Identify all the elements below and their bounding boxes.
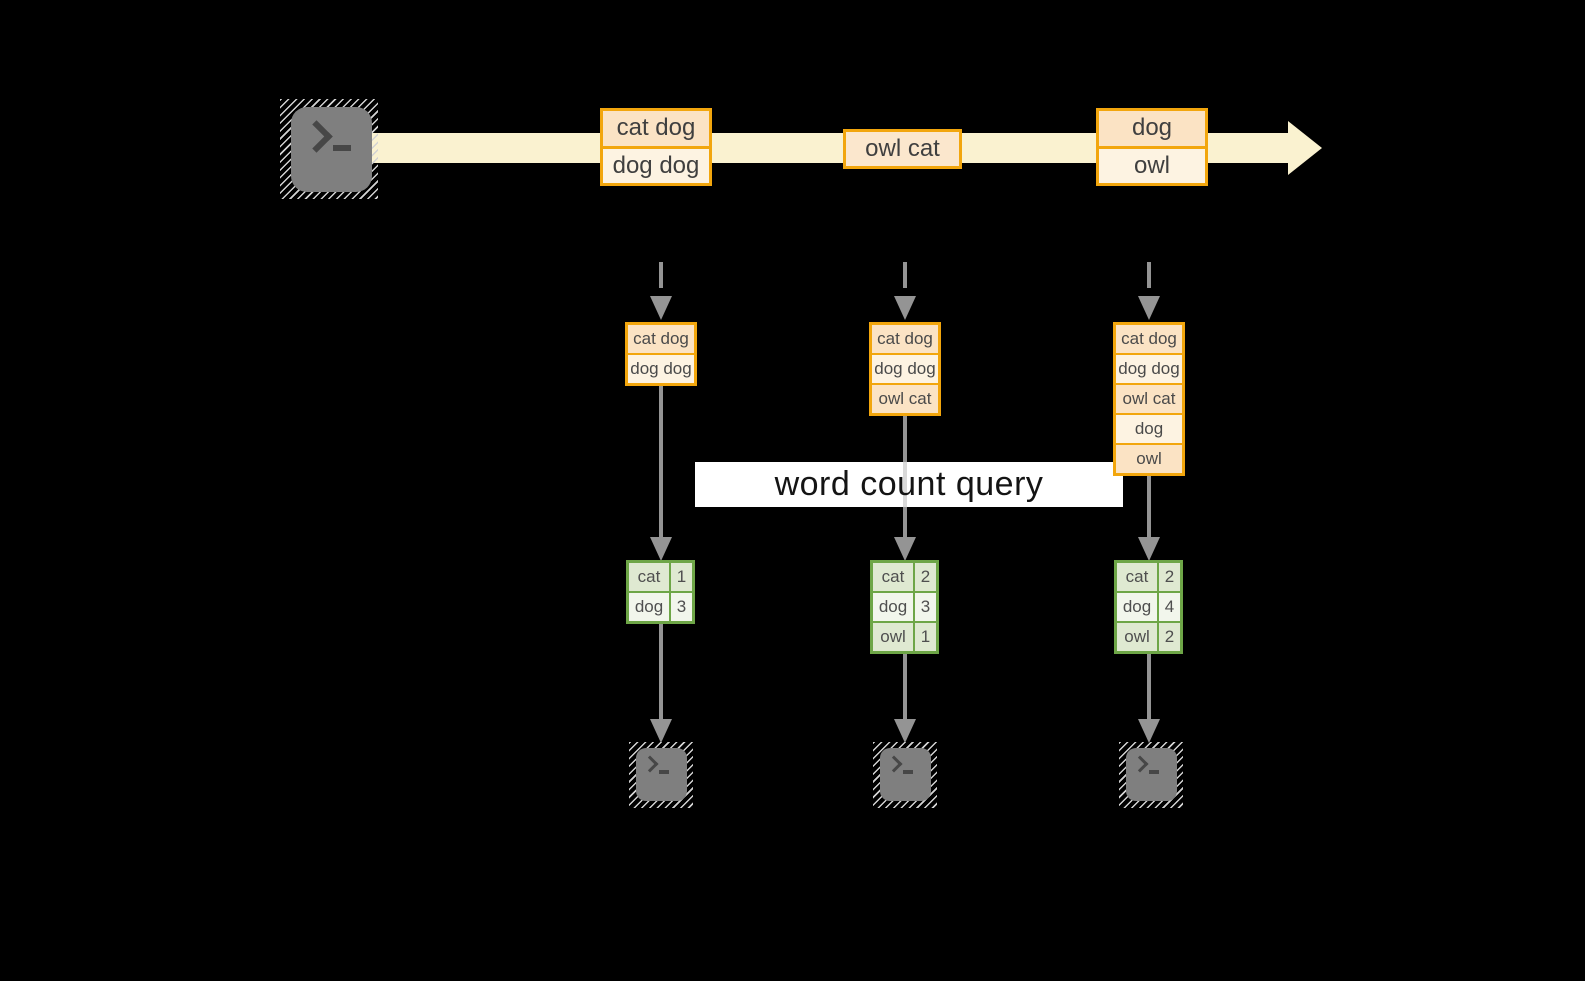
stream-record: owl cat bbox=[846, 132, 959, 166]
buffer-record: dog bbox=[1116, 413, 1182, 443]
word-cell: cat bbox=[873, 563, 913, 591]
ingest-arrow-dash bbox=[903, 262, 907, 288]
sink-arrow-head-icon bbox=[894, 719, 916, 743]
buffer-record: owl bbox=[1116, 443, 1182, 473]
arrow-through-banner bbox=[903, 462, 907, 507]
count-cell: 1 bbox=[671, 563, 692, 591]
count-cell: 1 bbox=[915, 623, 936, 651]
count-table-1: cat 1 dog 3 bbox=[626, 560, 695, 624]
query-banner: word count query bbox=[695, 462, 1123, 507]
stream-record: cat dog bbox=[603, 111, 709, 146]
word-cell: cat bbox=[629, 563, 669, 591]
ingest-arrow-dash bbox=[1147, 262, 1151, 288]
count-cell: 3 bbox=[915, 593, 936, 621]
count-table-3: cat 2 dog 4 owl 2 bbox=[1114, 560, 1183, 654]
buffer-record: cat dog bbox=[872, 325, 938, 353]
record-buffer-2: cat dog dog dog owl cat bbox=[869, 322, 941, 416]
prompt-underscore-icon bbox=[333, 145, 351, 151]
query-arrow-head-icon bbox=[650, 537, 672, 561]
ingest-arrow-head-icon bbox=[650, 296, 672, 320]
sink-terminal-icon bbox=[629, 742, 693, 808]
record-buffer-3: cat dog dog dog owl cat dog owl bbox=[1113, 322, 1185, 476]
buffer-record: cat dog bbox=[1116, 325, 1182, 353]
sink-arrow-line bbox=[659, 622, 663, 720]
count-cell: 2 bbox=[915, 563, 936, 591]
count-cell: 2 bbox=[1159, 563, 1180, 591]
word-cell: dog bbox=[629, 593, 669, 621]
terminal-screen bbox=[1126, 748, 1177, 801]
word-cell: dog bbox=[1117, 593, 1157, 621]
prompt-chevron-icon bbox=[300, 120, 333, 153]
prompt-underscore-icon bbox=[903, 770, 913, 774]
count-table-2: cat 2 dog 3 owl 1 bbox=[870, 560, 939, 654]
sink-arrow-head-icon bbox=[650, 719, 672, 743]
prompt-chevron-icon bbox=[641, 755, 659, 773]
sink-terminal-icon bbox=[1119, 742, 1183, 808]
prompt-underscore-icon bbox=[659, 770, 669, 774]
count-cell: 4 bbox=[1159, 593, 1180, 621]
stream-batch-2: owl cat bbox=[843, 129, 962, 169]
word-cell: owl bbox=[873, 623, 913, 651]
terminal-screen bbox=[291, 107, 372, 192]
word-cell: owl bbox=[1117, 623, 1157, 651]
word-cell: dog bbox=[873, 593, 913, 621]
source-terminal-icon bbox=[280, 99, 378, 199]
buffer-record: owl cat bbox=[872, 383, 938, 413]
prompt-chevron-icon bbox=[885, 755, 903, 773]
query-arrow-line bbox=[659, 384, 663, 538]
stream-record: dog bbox=[1099, 111, 1205, 146]
record-buffer-1: cat dog dog dog bbox=[625, 322, 697, 386]
sink-terminal-icon bbox=[873, 742, 937, 808]
stream-batch-3: dog owl bbox=[1096, 108, 1208, 186]
ingest-arrow-head-icon bbox=[1138, 296, 1160, 320]
count-cell: 3 bbox=[671, 593, 692, 621]
terminal-screen bbox=[636, 748, 687, 801]
query-banner-label: word count query bbox=[774, 465, 1044, 503]
sink-arrow-line bbox=[1147, 652, 1151, 720]
query-arrow-line bbox=[1147, 474, 1151, 538]
buffer-record: dog dog bbox=[1116, 353, 1182, 383]
sink-arrow-line bbox=[903, 652, 907, 720]
stream-record: dog dog bbox=[603, 145, 709, 183]
terminal-screen bbox=[880, 748, 931, 801]
query-arrow-head-icon bbox=[894, 537, 916, 561]
ingest-arrow-dash bbox=[659, 262, 663, 288]
prompt-underscore-icon bbox=[1149, 770, 1159, 774]
count-cell: 2 bbox=[1159, 623, 1180, 651]
sink-arrow-head-icon bbox=[1138, 719, 1160, 743]
buffer-record: dog dog bbox=[872, 353, 938, 383]
buffer-record: dog dog bbox=[628, 353, 694, 383]
word-cell: cat bbox=[1117, 563, 1157, 591]
stream-arrow-head-icon bbox=[1288, 121, 1322, 175]
stream-record: owl bbox=[1099, 145, 1205, 183]
ingest-arrow-head-icon bbox=[894, 296, 916, 320]
prompt-chevron-icon bbox=[1131, 755, 1149, 773]
buffer-record: owl cat bbox=[1116, 383, 1182, 413]
buffer-record: cat dog bbox=[628, 325, 694, 353]
stream-batch-1: cat dog dog dog bbox=[600, 108, 712, 186]
query-arrow-head-icon bbox=[1138, 537, 1160, 561]
